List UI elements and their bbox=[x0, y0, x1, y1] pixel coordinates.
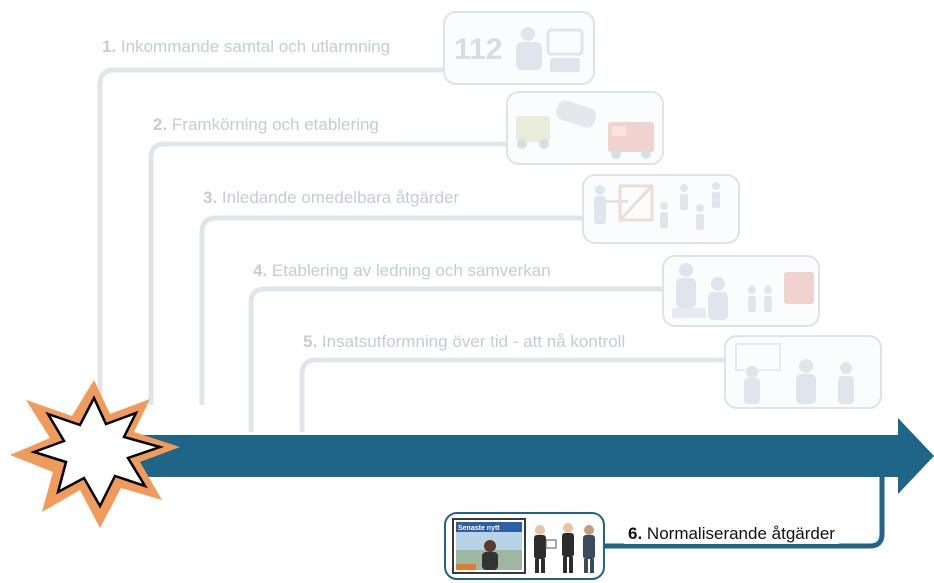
step-connector-lines bbox=[97, 67, 725, 432]
step5-connector bbox=[299, 357, 725, 432]
step3-connector bbox=[199, 215, 583, 405]
step-text: Inkommande samtal och utlarmning bbox=[120, 37, 391, 56]
step-label-5: 5. Insatsutformning över tid - att nå ko… bbox=[298, 332, 631, 352]
step1-illustration: 112 bbox=[443, 11, 595, 85]
step6-connector bbox=[604, 465, 885, 549]
step-label-6: 6. Normaliserande åtgärder bbox=[624, 524, 839, 544]
step2-connector bbox=[148, 141, 507, 405]
step5-illustration bbox=[724, 335, 882, 409]
step-number: 5. bbox=[303, 332, 318, 351]
step-label-2: 2. Framkörning och etablering bbox=[148, 115, 384, 135]
timeline-arrow bbox=[118, 418, 934, 494]
planning-icon bbox=[735, 343, 854, 404]
explosion-burst-icon bbox=[10, 380, 180, 528]
news-broadcast-icon: Senaste nytt bbox=[452, 518, 526, 574]
vehicles-icon bbox=[516, 100, 654, 159]
step-text: Etablering av ledning och samverkan bbox=[271, 261, 551, 280]
step-number: 3. bbox=[203, 188, 218, 207]
emergency-call-icon bbox=[516, 27, 584, 72]
people-meeting-icon bbox=[534, 523, 595, 573]
step-text: Insatsutformning över tid - att nå kontr… bbox=[321, 332, 626, 351]
step3-illustration bbox=[582, 174, 740, 244]
cordon-icon bbox=[594, 182, 720, 230]
step4-illustration bbox=[662, 255, 820, 327]
step2-illustration bbox=[506, 91, 664, 165]
command-icon bbox=[672, 263, 814, 320]
step-number: 6. bbox=[628, 524, 643, 543]
step-number: 4. bbox=[253, 261, 268, 280]
step-label-1: 1. Inkommande samtal och utlarmning bbox=[97, 37, 396, 57]
step-text: Normaliserande åtgärder bbox=[646, 524, 835, 543]
tv-headline: Senaste nytt bbox=[458, 525, 500, 532]
step1-connector bbox=[97, 67, 444, 405]
emergency-number: 112 bbox=[454, 33, 502, 66]
step4-connector bbox=[248, 286, 663, 432]
step-number: 1. bbox=[102, 37, 117, 56]
step-text: Inledande omedelbara åtgärder bbox=[221, 188, 460, 207]
step-text: Framkörning och etablering bbox=[171, 115, 379, 134]
step6-illustration: Senaste nytt bbox=[444, 512, 605, 580]
step-number: 2. bbox=[153, 115, 168, 134]
step-label-4: 4. Etablering av ledning och samverkan bbox=[248, 261, 556, 281]
step-label-3: 3. Inledande omedelbara åtgärder bbox=[198, 188, 465, 208]
